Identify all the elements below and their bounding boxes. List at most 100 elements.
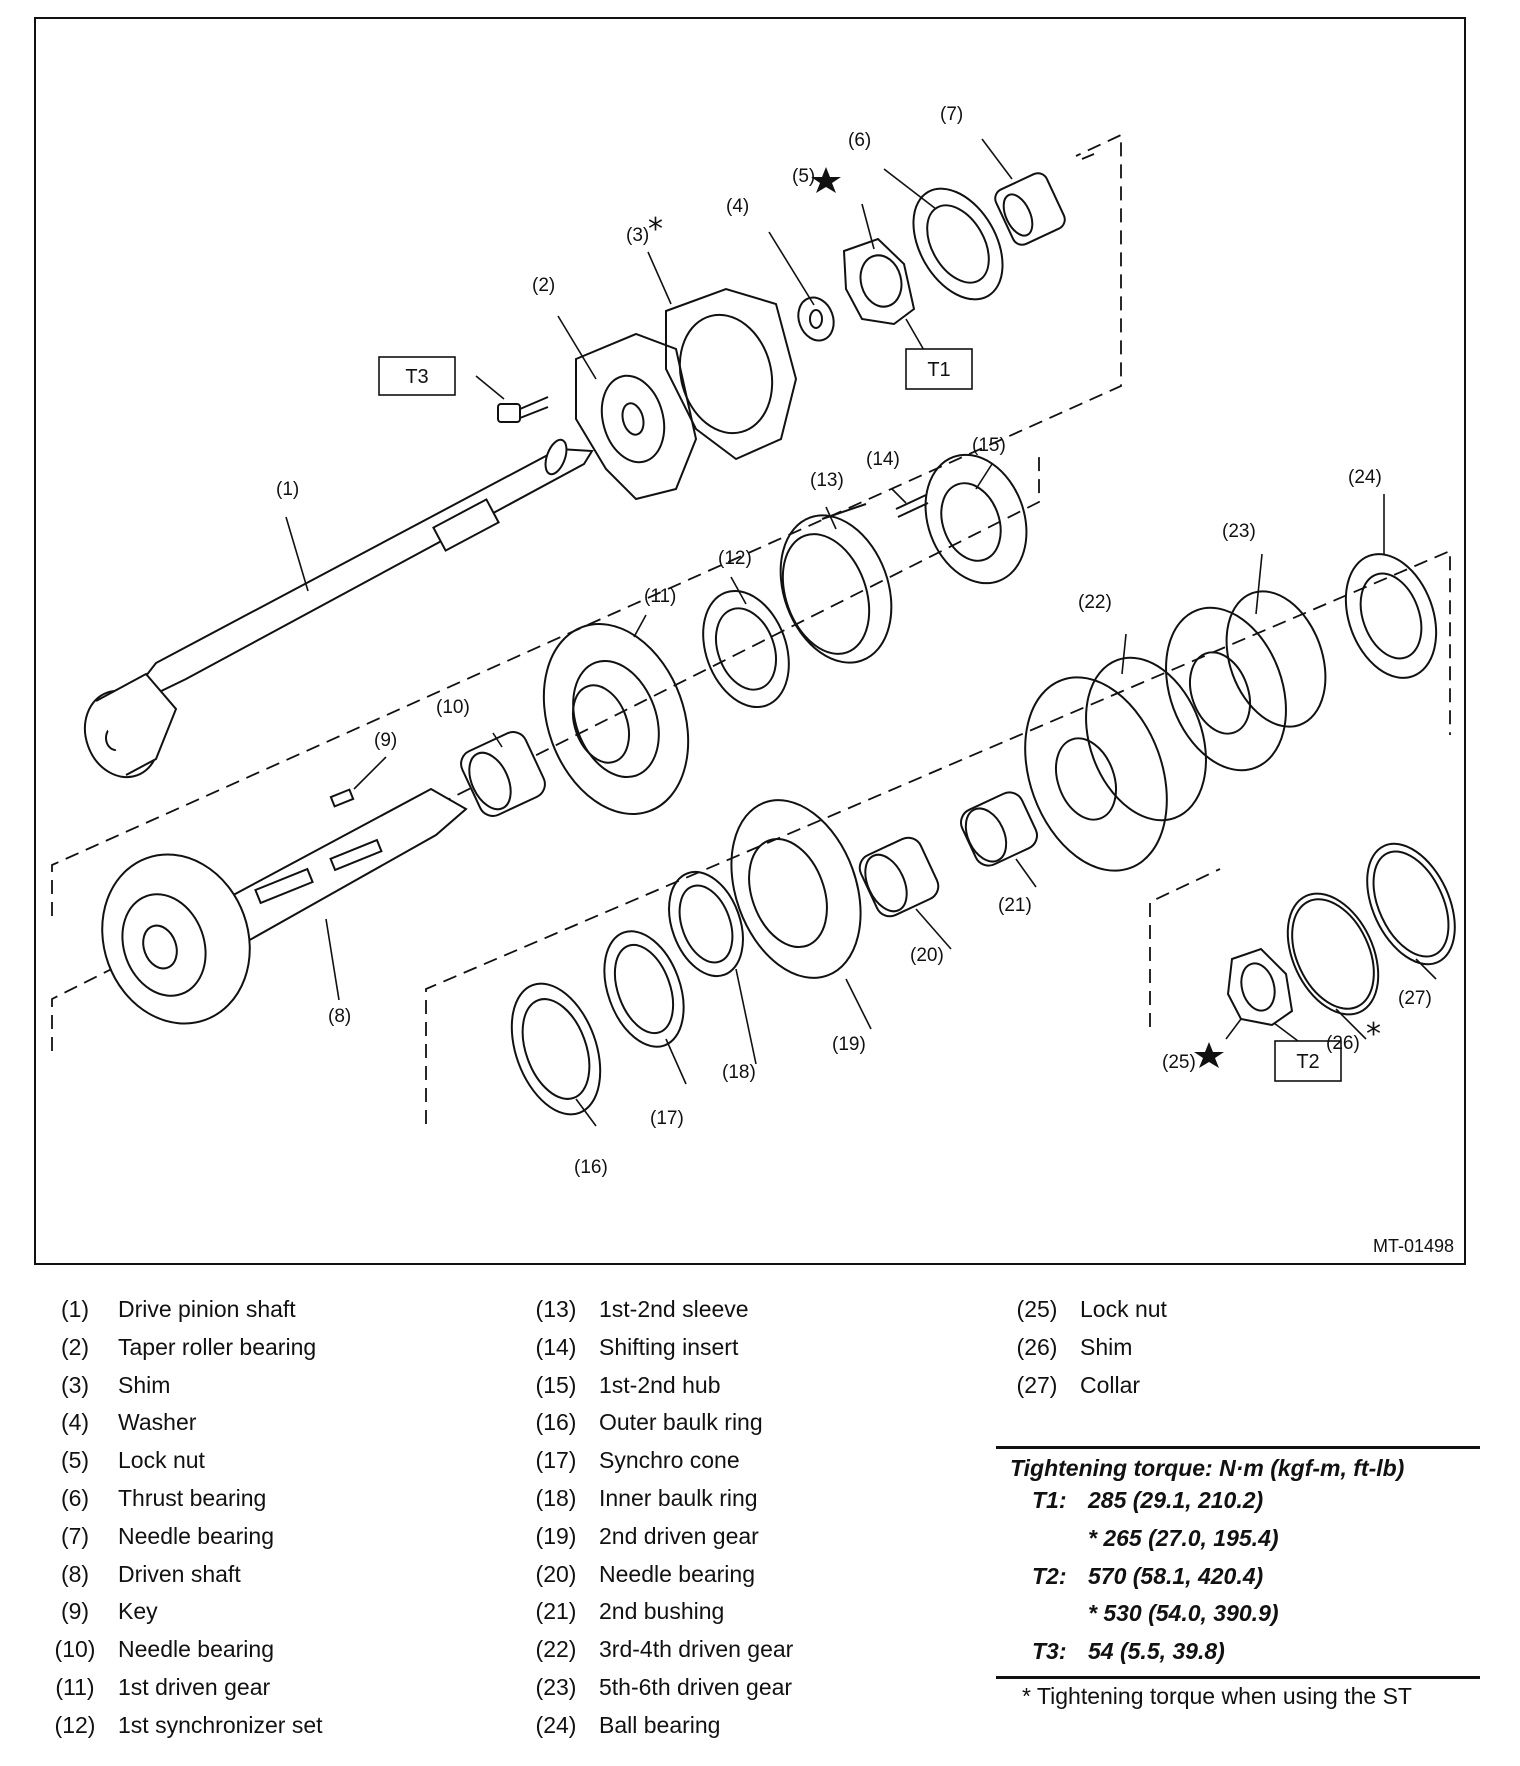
washer <box>797 296 835 342</box>
legend-item: (20)Needle bearing <box>535 1560 756 1587</box>
t1-label: T1 <box>927 359 950 381</box>
callout-22: (22) <box>1078 592 1112 613</box>
callout-12: (12) <box>718 548 752 569</box>
torque-top-rule <box>996 1446 1480 1449</box>
needle-bearing-20 <box>858 836 940 918</box>
ball-bearing <box>1344 553 1438 679</box>
callout-5: (5) <box>792 166 815 187</box>
second-bushing <box>960 791 1038 867</box>
first-synchronizer-set <box>702 589 790 709</box>
exploded-diagram: T3 T1 T2 (1) (2) (3) (4) (5) (6) (7) (8)… <box>34 17 1466 1265</box>
figure-code: MT-01498 <box>1372 1236 1454 1256</box>
callout-24: (24) <box>1348 467 1382 488</box>
legend-item: (25)Lock nut <box>1016 1296 1167 1322</box>
legend-item: (26)Shim <box>1016 1333 1133 1360</box>
legend-item: (16)Outer baulk ring <box>535 1409 763 1436</box>
callout-14: (14) <box>866 449 900 470</box>
legend-item: (22)3rd-4th driven gear <box>535 1636 794 1663</box>
t2-label: T2 <box>1296 1051 1319 1073</box>
legend-item: (2)Taper roller bearing <box>60 1333 317 1360</box>
lock-nut-5 <box>842 237 916 326</box>
outer-baulk-ring <box>510 982 602 1116</box>
asterisk-26: * <box>1366 1017 1381 1052</box>
callout-10: (10) <box>436 697 470 718</box>
t1-box: T1 <box>905 348 973 390</box>
legend-item: (9)Key <box>60 1598 158 1625</box>
torque-row: T1:285 (29.1, 210.2) <box>1032 1487 1264 1513</box>
legend-item: (21)2nd bushing <box>535 1598 725 1625</box>
legend-item: (4)Washer <box>60 1409 197 1436</box>
legend-item: (7)Needle bearing <box>60 1522 275 1549</box>
shim-26 <box>1286 892 1380 1016</box>
legend-item: (5)Lock nut <box>60 1447 205 1474</box>
leader-lines <box>285 138 1437 1127</box>
callout-26: (26) <box>1326 1033 1360 1054</box>
shim-gasket <box>665 287 798 461</box>
asterisk-3: * <box>648 212 663 247</box>
torque-note: * Tightening torque when using the ST <box>1022 1682 1412 1709</box>
callout-15: (15) <box>972 435 1006 456</box>
legend-item: (13)1st-2nd sleeve <box>535 1296 749 1322</box>
legend-item: (3)Shim <box>60 1371 171 1398</box>
assembly-guide-lines <box>51 133 1451 1124</box>
legend-column-2: (13)1st-2nd sleeve (14)Shifting insert (… <box>527 1296 967 1750</box>
fifth-sixth-driven-gear <box>1165 590 1327 772</box>
t2-box: T2 <box>1274 1040 1342 1082</box>
needle-bearing-7 <box>994 172 1066 246</box>
torque-title: Tightening torque: N·m (kgf-m, ft-lb) <box>1010 1455 1405 1481</box>
callout-7: (7) <box>940 104 963 125</box>
legend-item: (18)Inner baulk ring <box>535 1484 758 1511</box>
legend-item: (6)Thrust bearing <box>60 1484 267 1511</box>
first-second-sleeve <box>779 503 893 664</box>
callout-6: (6) <box>848 130 871 151</box>
collar <box>1366 842 1456 966</box>
callout-21: (21) <box>998 895 1032 916</box>
t3-label: T3 <box>405 366 428 388</box>
callout-11: (11) <box>644 586 676 607</box>
second-driven-gear <box>730 799 862 979</box>
callout-13: (13) <box>810 470 844 491</box>
legend-item: (23)5th-6th driven gear <box>535 1673 793 1700</box>
legend-item: (19)2nd driven gear <box>535 1522 759 1549</box>
legend-item: (15)1st-2nd hub <box>535 1371 721 1398</box>
callout-17: (17) <box>650 1108 684 1129</box>
torque-row: T2:570 (58.1, 420.4) <box>1032 1562 1264 1589</box>
t3-box: T3 <box>378 356 456 396</box>
legend-item: (11)1st driven gear <box>55 1673 271 1700</box>
legend-column-3: (25)Lock nut (26)Shim (27)Collar <box>1008 1296 1428 1409</box>
callout-18: (18) <box>722 1062 756 1083</box>
torque-table: Tightening torque: N·m (kgf-m, ft-lb) T1… <box>996 1446 1480 1710</box>
lock-nut-25 <box>1226 947 1294 1027</box>
t3-bolt <box>497 396 549 423</box>
third-fourth-driven-gear <box>1024 656 1207 872</box>
torque-bottom-rule <box>996 1675 1480 1679</box>
callout-4: (4) <box>726 196 749 217</box>
legend-column-1: (1)Drive pinion shaft (2)Taper roller be… <box>46 1296 486 1750</box>
callout-19: (19) <box>832 1034 866 1055</box>
callout-16: (16) <box>574 1157 608 1178</box>
legend-item: (12)1st synchronizer set <box>54 1711 323 1738</box>
callout-3: (3) <box>626 225 649 246</box>
first-driven-gear <box>542 623 690 815</box>
torque-row: T3:54 (5.5, 39.8) <box>1032 1638 1225 1665</box>
legend-item: (17)Synchro cone <box>535 1447 740 1474</box>
driven-shaft <box>101 787 468 1025</box>
callout-2: (2) <box>532 275 555 296</box>
legend-item: (8)Driven shaft <box>60 1560 241 1587</box>
synchro-cone <box>603 930 685 1048</box>
callout-23: (23) <box>1222 521 1256 542</box>
legend-item: (27)Collar <box>1016 1371 1141 1398</box>
legend-item: (14)Shifting insert <box>535 1333 739 1360</box>
callout-1: (1) <box>276 479 299 500</box>
legend-item: (10)Needle bearing <box>54 1636 275 1663</box>
star-marker-5 <box>811 167 841 193</box>
callout-25: (25) <box>1162 1052 1196 1073</box>
star-marker-25 <box>1194 1042 1224 1068</box>
callout-20: (20) <box>910 945 944 966</box>
torque-row: * 530 (54.0, 390.9) <box>1088 1600 1279 1627</box>
shifting-insert <box>895 494 929 518</box>
callout-27: (27) <box>1398 988 1432 1009</box>
drive-pinion-shaft <box>83 438 594 779</box>
legend-item: (1)Drive pinion shaft <box>60 1296 296 1322</box>
thrust-bearing <box>912 187 1004 301</box>
